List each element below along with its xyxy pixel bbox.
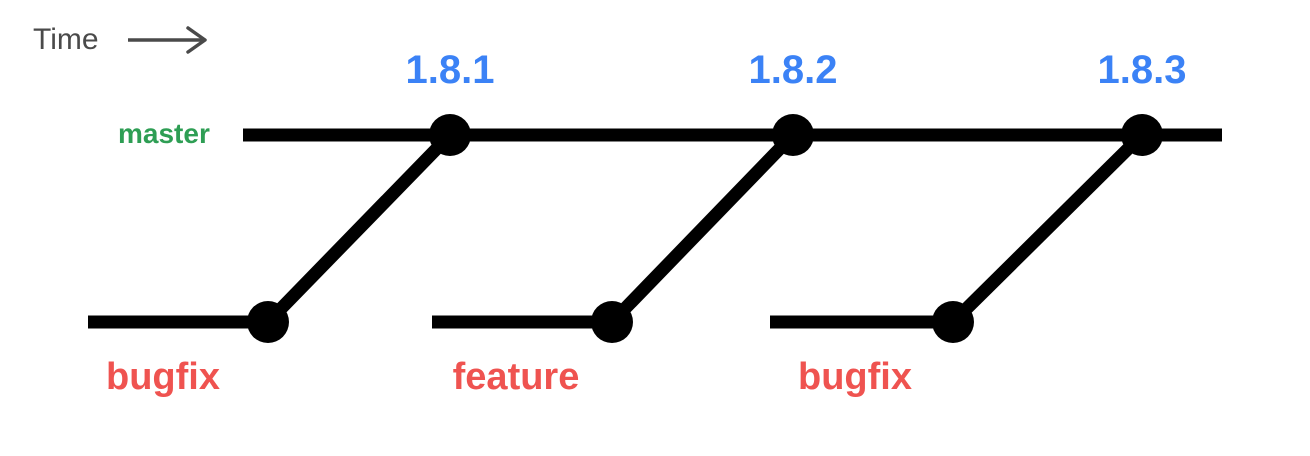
master-branch-label: master bbox=[118, 118, 210, 149]
branch-commit-dot-3 bbox=[932, 301, 974, 343]
merge-line-2 bbox=[607, 130, 798, 327]
diagram-graphics bbox=[88, 26, 1222, 343]
release-tag-3: 1.8.3 bbox=[1097, 48, 1187, 92]
branch-commit-dot-1 bbox=[247, 301, 289, 343]
release-commit-dot-1 bbox=[429, 114, 471, 156]
branch-label-feature: feature bbox=[452, 356, 580, 398]
branch-commit-dot-2 bbox=[591, 301, 633, 343]
merge-line-1 bbox=[263, 130, 455, 327]
release-tag-1: 1.8.1 bbox=[405, 48, 495, 92]
release-commit-dot-2 bbox=[772, 114, 814, 156]
branch-label-bugfix-2: bugfix bbox=[798, 356, 912, 398]
release-commit-dot-3 bbox=[1121, 114, 1163, 156]
arrow-right-icon bbox=[186, 26, 207, 54]
time-axis-label: Time bbox=[33, 23, 99, 56]
merge-line-3 bbox=[948, 130, 1147, 327]
branch-label-bugfix-1: bugfix bbox=[106, 356, 220, 398]
release-tag-2: 1.8.2 bbox=[748, 48, 838, 92]
